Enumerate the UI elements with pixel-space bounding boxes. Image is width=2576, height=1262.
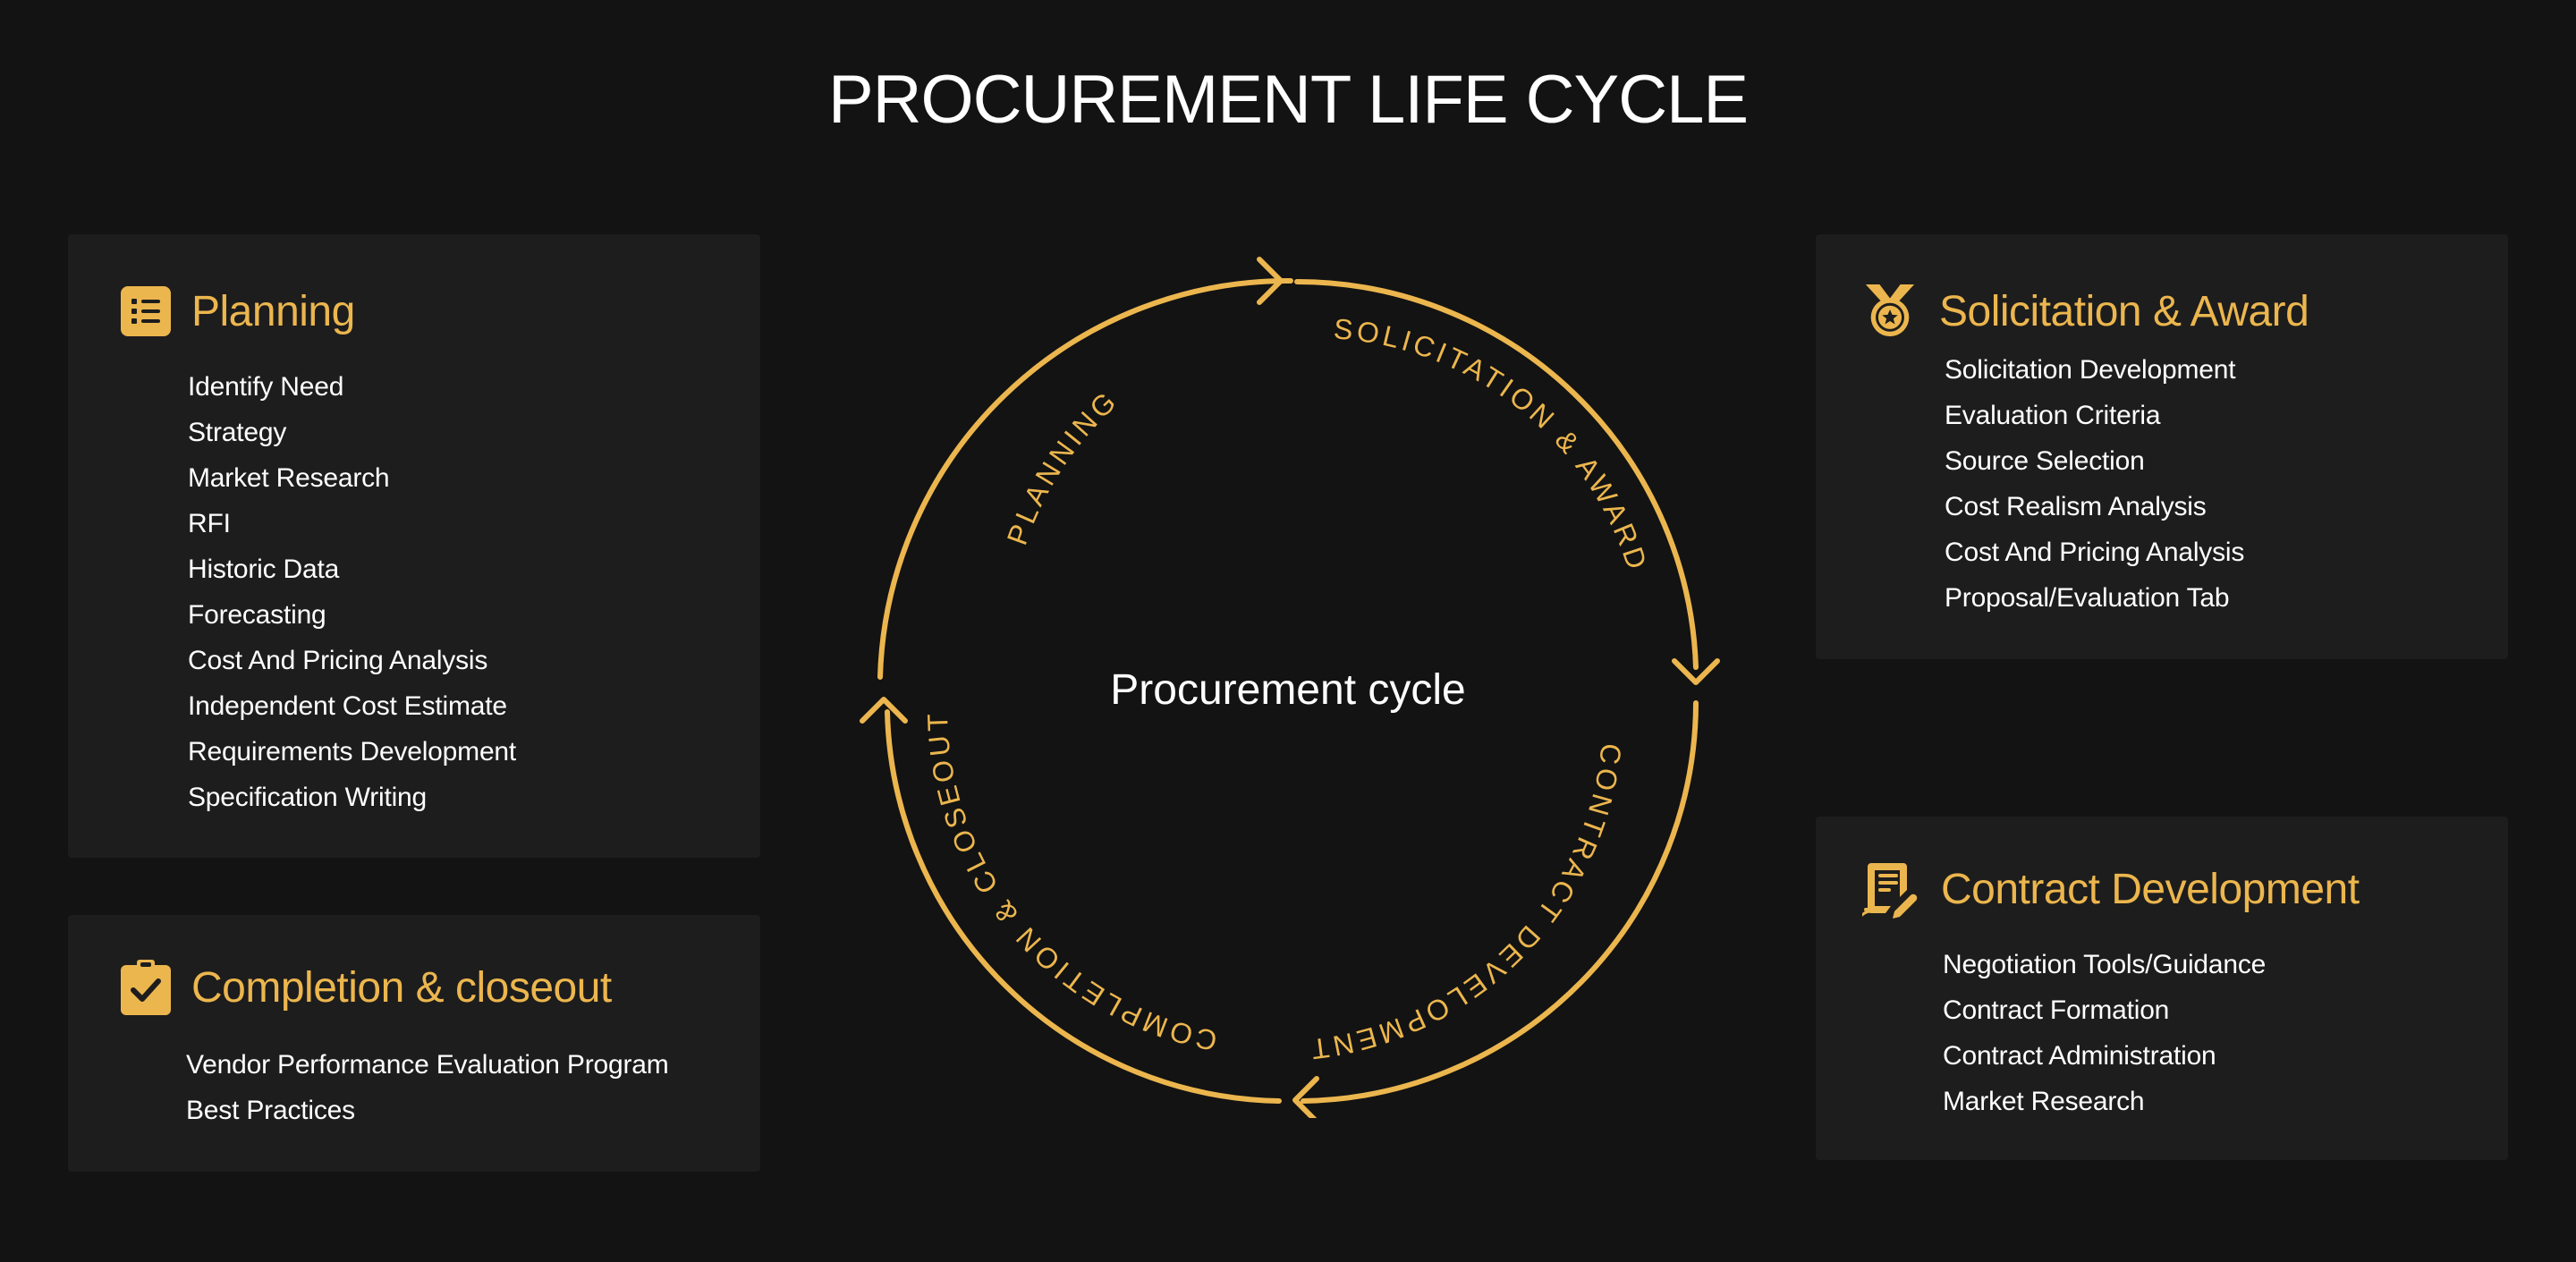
arrowhead-top-icon <box>1257 257 1284 305</box>
cycle-svg: PLANNING SOLICITATION & AWARD CONTRACT D… <box>860 257 1720 1118</box>
planning-list-item: Strategy <box>188 418 287 447</box>
contract-card-title: Contract Development <box>1941 865 2360 913</box>
cycle-arc-planning <box>877 277 1293 680</box>
stage-label-solicitation: SOLICITATION & AWARD <box>1333 312 1655 576</box>
contract-sign-icon <box>1862 861 1918 919</box>
planning-list-item: Specification Writing <box>188 783 428 812</box>
arrowhead-right-icon <box>1672 658 1720 685</box>
completion-card-header: Completion & closeout <box>118 960 612 1015</box>
solicitation-list-item: Solicitation Development <box>1945 355 2236 385</box>
planning-list-item: Forecasting <box>188 600 326 630</box>
planning-list-item: Identify Need <box>188 372 344 402</box>
arrowhead-bottom-icon <box>1292 1076 1319 1118</box>
stage-label-contract: CONTRACT DEVELOPMENT <box>1306 741 1627 1065</box>
planning-card-header: Planning <box>118 284 355 339</box>
planning-card-title: Planning <box>191 287 355 335</box>
cycle-arc-solicitation <box>1294 279 1699 670</box>
completion-list-item: Best Practices <box>186 1096 355 1125</box>
solicitation-card-title: Solicitation & Award <box>1939 287 2309 335</box>
completion-card-title: Completion & closeout <box>191 963 612 1012</box>
contract-card: Contract Development Negotiation Tools/G… <box>1816 817 2508 1160</box>
solicitation-list-item: Proposal/Evaluation Tab <box>1945 583 2230 613</box>
solicitation-list-item: Source Selection <box>1945 446 2145 476</box>
stage-label-completion: COMPLETION & CLOSEOUT <box>921 709 1220 1057</box>
completion-list-item: Vendor Performance Evaluation Program <box>186 1050 669 1080</box>
contract-list-item: Contract Administration <box>1943 1041 2216 1071</box>
planning-list-item: Cost And Pricing Analysis <box>188 646 488 675</box>
list-icon <box>118 284 174 339</box>
solicitation-list-item: Evaluation Criteria <box>1945 401 2161 430</box>
medal-icon <box>1862 284 1918 339</box>
arrowhead-left-icon <box>860 697 908 724</box>
contract-list-item: Contract Formation <box>1943 995 2170 1025</box>
planning-list-item: RFI <box>188 509 231 538</box>
completion-card: Completion & closeout Vendor Performance… <box>68 915 760 1172</box>
cycle-arc-completion <box>885 709 1282 1104</box>
page-title: PROCUREMENT LIFE CYCLE <box>827 62 1749 138</box>
contract-card-header: Contract Development <box>1862 861 2360 919</box>
contract-list-item: Negotiation Tools/Guidance <box>1943 950 2267 979</box>
cycle-arc-contract <box>1301 700 1699 1104</box>
cycle-center-label: Procurement cycle <box>1110 666 1465 714</box>
cycle-diagram: PLANNING SOLICITATION & AWARD CONTRACT D… <box>832 224 1744 1118</box>
solicitation-list-item: Cost Realism Analysis <box>1945 492 2207 521</box>
planning-list-item: Market Research <box>188 463 390 493</box>
solicitation-list-item: Cost And Pricing Analysis <box>1945 538 2245 567</box>
planning-list-item: Historic Data <box>188 555 340 584</box>
solicitation-card-header: Solicitation & Award <box>1862 284 2309 339</box>
solicitation-card: Solicitation & Award Solicitation Develo… <box>1816 234 2508 659</box>
clipboard-check-icon <box>118 960 174 1015</box>
contract-list-item: Market Research <box>1943 1087 2145 1116</box>
planning-list-item: Independent Cost Estimate <box>188 691 507 721</box>
planning-list-item: Requirements Development <box>188 737 517 767</box>
stage-label-planning: PLANNING <box>1001 384 1124 549</box>
